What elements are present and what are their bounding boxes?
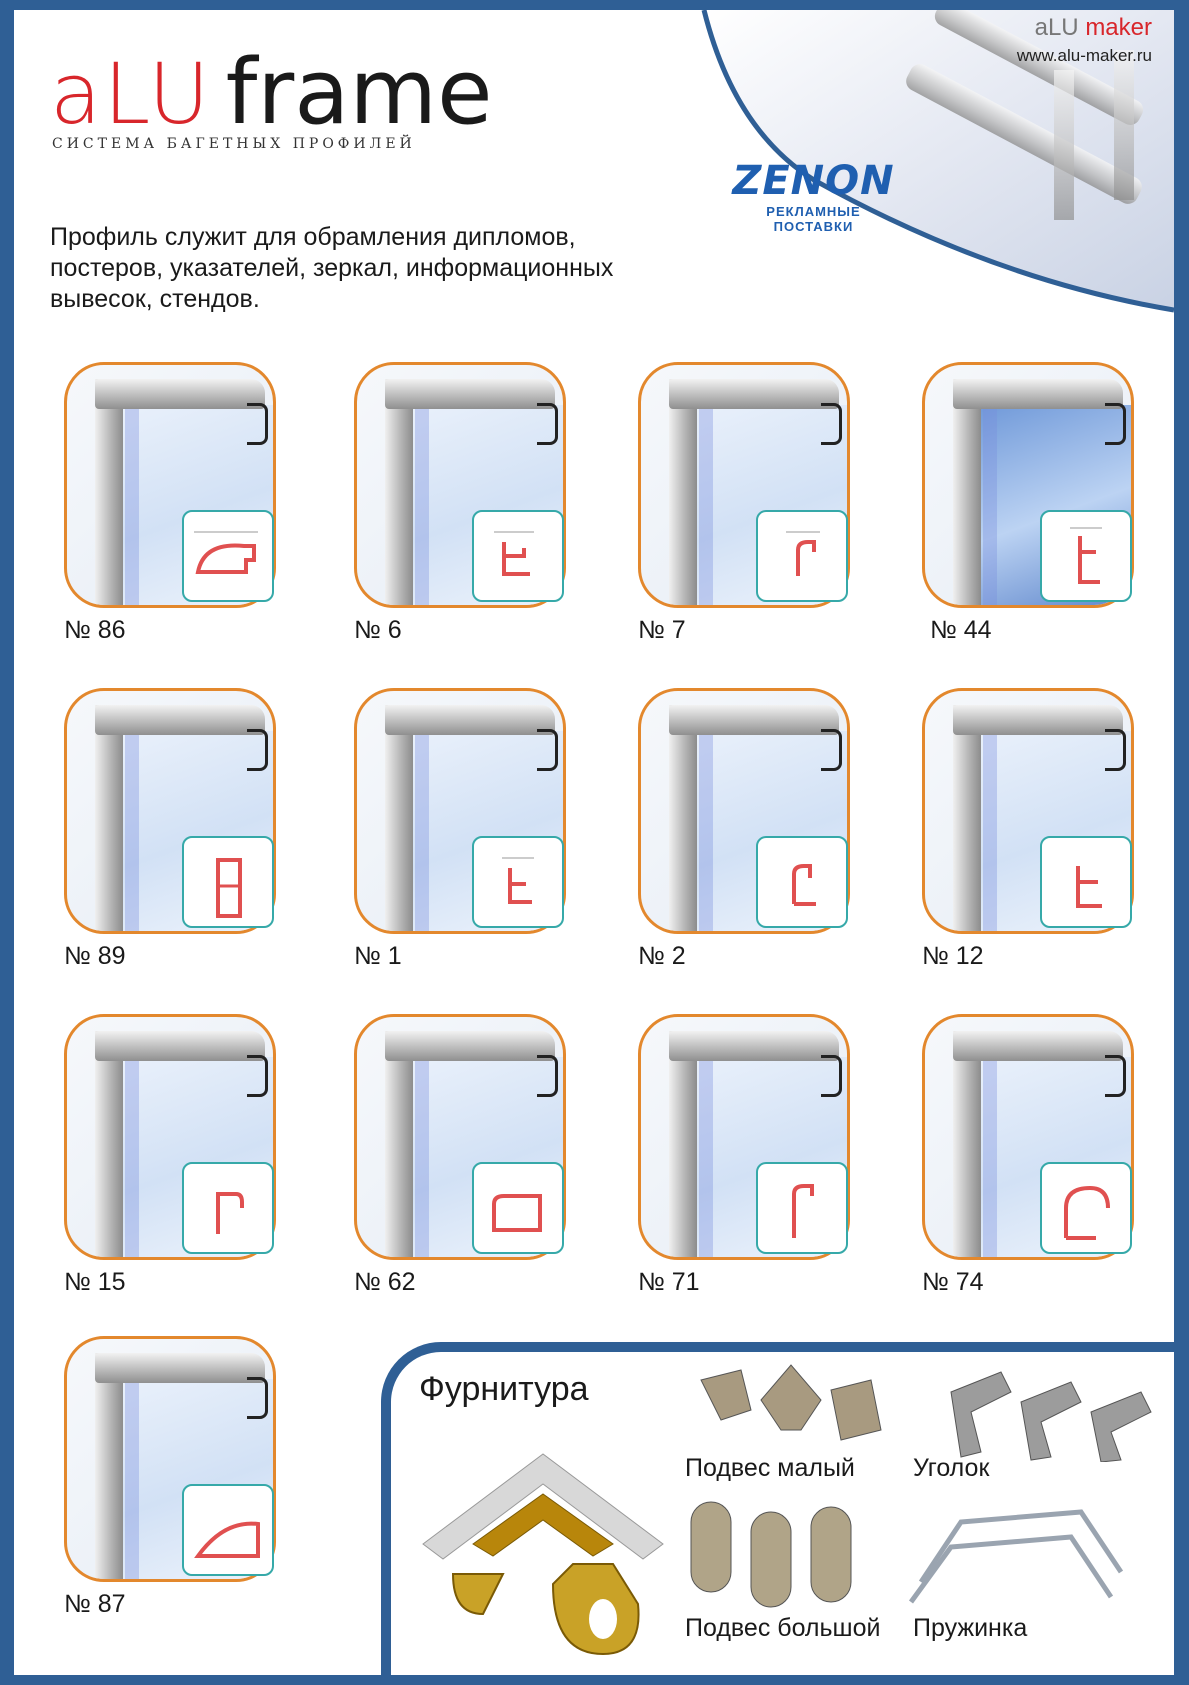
- profile-tile-62[interactable]: № 62: [354, 1014, 584, 1296]
- profile-label: № 1: [354, 942, 402, 970]
- profile-label: № 87: [64, 1590, 126, 1618]
- profile-tile-74[interactable]: № 74: [922, 1014, 1152, 1296]
- alu-maker-logo: aLU maker: [1034, 14, 1152, 41]
- page: aLU maker www.alu-maker.ru aLU frame СИС…: [14, 10, 1174, 1675]
- profile-diagram: [1040, 836, 1132, 928]
- profile-diagram: [472, 1162, 564, 1254]
- page-curl-decoration: [701, 10, 1174, 313]
- profile-tile-86[interactable]: № 86: [64, 362, 294, 644]
- large-hanger-label: Подвес большой: [685, 1614, 881, 1642]
- profile-tile-87[interactable]: № 87: [64, 1336, 294, 1618]
- profile-tile-6[interactable]: № 6: [354, 362, 584, 644]
- profile-label: № 2: [638, 942, 686, 970]
- profile-tile-89[interactable]: № 89: [64, 688, 294, 970]
- profile-diagram: [182, 510, 274, 602]
- profile-label: № 12: [922, 942, 984, 970]
- corner-bracket-image: [950, 1371, 1152, 1462]
- profile-tile-12[interactable]: № 12: [922, 688, 1152, 970]
- profile-diagram: [182, 836, 274, 928]
- zenon-subtitle: РЕКЛАМНЫЕ ПОСТАВКИ: [766, 204, 861, 234]
- small-hanger-image: [700, 1364, 882, 1441]
- hardware-section: Фурнитура Подвес малый Уголок Подвес бол…: [381, 1342, 1174, 1675]
- alu-maker-brand: aLU maker www.alu-maker.ru: [1017, 14, 1152, 66]
- hardware-title: Фурнитура: [419, 1370, 589, 1408]
- profile-tile-71[interactable]: № 71: [638, 1014, 868, 1296]
- profile-label: № 74: [922, 1268, 984, 1296]
- intro-text: Профиль служит для обрамления дипломов, …: [50, 223, 614, 313]
- profile-diagram: [472, 836, 564, 928]
- logo-alu-text: aLU: [50, 45, 212, 143]
- alu-frame-logo: aLU frame: [50, 40, 492, 145]
- zenon-logo-text: ZENON: [732, 158, 895, 204]
- profile-label: № 6: [354, 616, 402, 644]
- profile-tile-1[interactable]: № 1: [354, 688, 584, 970]
- profile-label: № 86: [64, 616, 126, 644]
- profile-tile-7[interactable]: № 7: [638, 362, 868, 644]
- profile-label: № 15: [64, 1268, 126, 1296]
- logo-frame-text: frame: [225, 40, 493, 145]
- profile-diagram: [182, 1162, 274, 1254]
- profile-diagram: [756, 1162, 848, 1254]
- profile-label: № 7: [638, 616, 686, 644]
- profile-label: № 44: [930, 616, 992, 644]
- tagline: СИСТЕМА БАГЕТНЫХ ПРОФИЛЕЙ: [52, 136, 416, 152]
- profile-label: № 62: [354, 1268, 416, 1296]
- profile-diagram: [182, 1484, 274, 1576]
- profile-tile-2[interactable]: № 2: [638, 688, 868, 970]
- profile-label: № 89: [64, 942, 126, 970]
- profile-tile-44[interactable]: № 44: [922, 362, 1152, 644]
- profile-diagram: [472, 510, 564, 602]
- profile-diagram: [1040, 1162, 1132, 1254]
- spring-clip-image: [908, 1509, 1124, 1604]
- corner-assembly-image: [422, 1453, 664, 1656]
- profile-tile-15[interactable]: № 15: [64, 1014, 294, 1296]
- profile-label: № 71: [638, 1268, 700, 1296]
- website-url[interactable]: www.alu-maker.ru: [1016, 46, 1152, 65]
- profile-diagram: [756, 836, 848, 928]
- small-hanger-label: Подвес малый: [685, 1454, 855, 1482]
- profile-diagram: [1040, 510, 1132, 602]
- zenon-partner-logo: ZENON РЕКЛАМНЫЕ ПОСТАВКИ: [726, 158, 901, 234]
- corner-bracket-label: Уголок: [913, 1454, 990, 1482]
- spring-clip-label: Пружинка: [913, 1614, 1028, 1642]
- large-hanger-image: [690, 1501, 852, 1608]
- profile-diagram: [756, 510, 848, 602]
- profile-photo: [354, 362, 566, 608]
